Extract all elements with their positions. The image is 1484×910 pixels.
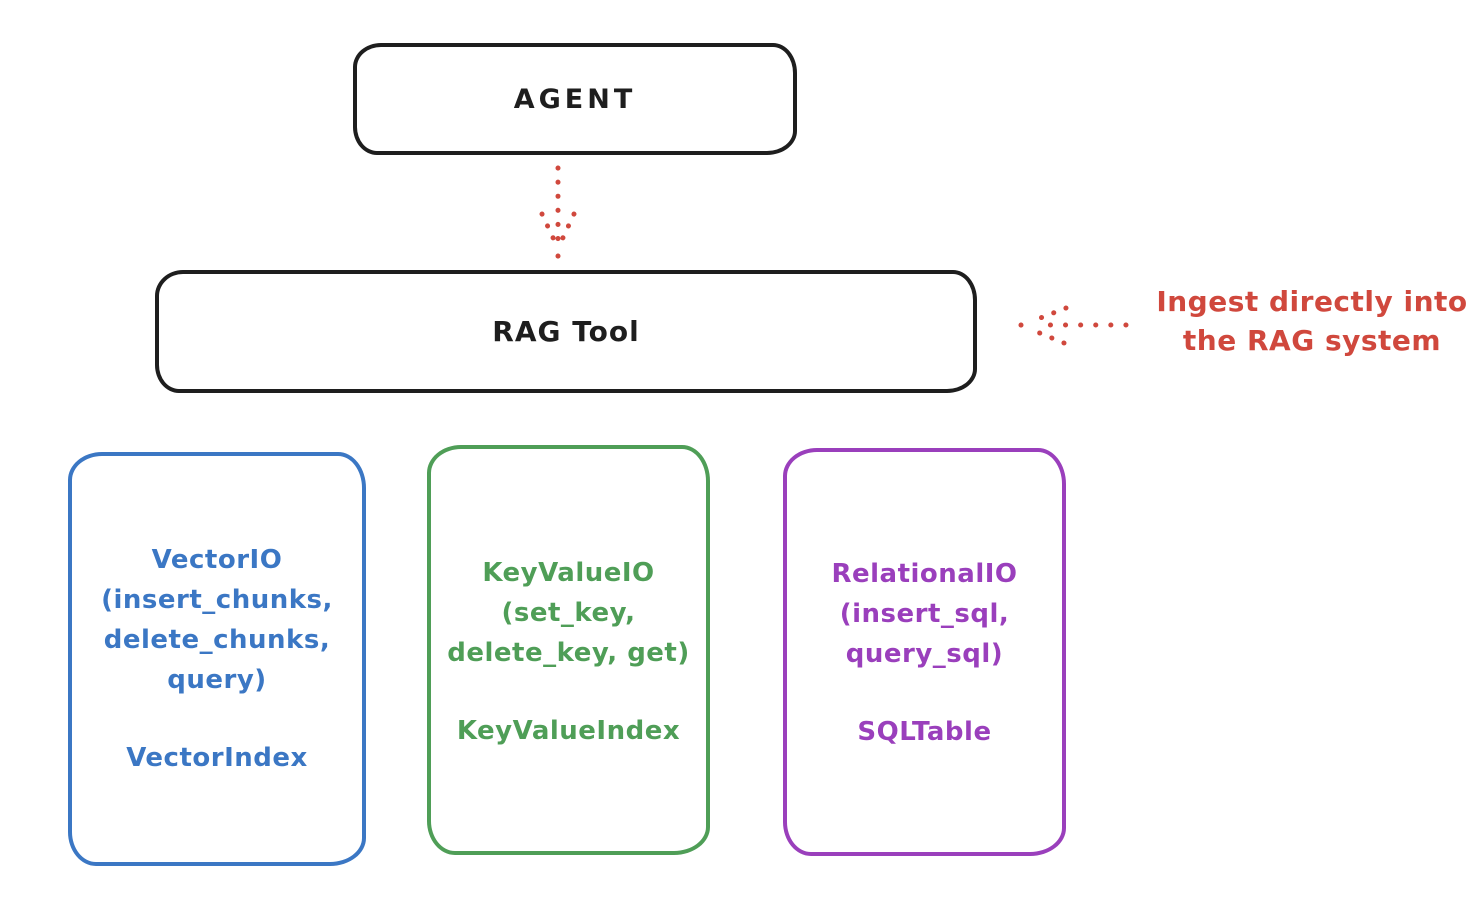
io-methods: KeyValueIO (set_key, delete_key, get) bbox=[431, 449, 706, 673]
rag-tool-label: RAG Tool bbox=[492, 315, 640, 348]
io-method-line: delete_key, get) bbox=[447, 638, 690, 668]
rag-tool-box: RAG Tool bbox=[155, 270, 977, 393]
agent-to-rag-arrow-icon bbox=[539, 165, 577, 259]
io-index-label: VectorIndex bbox=[126, 743, 308, 773]
io-box-keyvalue: KeyValueIO (set_key, delete_key, get) KeyV… bbox=[427, 445, 710, 855]
io-index-label: KeyValueIndex bbox=[456, 716, 681, 746]
agent-box: AGENT bbox=[353, 43, 797, 155]
io-method-line: RelationalIO bbox=[831, 559, 1018, 589]
io-method-line: (insert_sql, bbox=[839, 599, 1010, 629]
ingest-arrow-icon bbox=[1018, 305, 1129, 346]
io-method-line: delete_chunks, bbox=[103, 625, 331, 655]
io-method-line: (insert_chunks, bbox=[101, 585, 333, 615]
io-methods: VectorIO (insert_chunks, delete_chunks,que… bbox=[72, 456, 362, 700]
io-index-label: SQLTable bbox=[857, 717, 992, 747]
io-methods: RelationalIO (insert_sql, query_sql) bbox=[787, 452, 1062, 674]
io-method-line: query_sql) bbox=[845, 639, 1004, 669]
io-method-line: (set_key, bbox=[501, 598, 636, 628]
io-method-line: query) bbox=[167, 665, 267, 695]
io-box-vector: VectorIO (insert_chunks, delete_chunks,que… bbox=[68, 452, 366, 866]
io-method-line: KeyValueIO bbox=[482, 558, 655, 588]
ingest-annotation-line2: the RAG system bbox=[1182, 324, 1442, 357]
io-method-line: VectorIO bbox=[151, 545, 283, 575]
ingest-annotation-line1: Ingest directly into bbox=[1156, 285, 1468, 318]
ingest-annotation: Ingest directly into the RAG system bbox=[1140, 282, 1484, 360]
agent-label: AGENT bbox=[513, 83, 637, 115]
io-box-relational: RelationalIO (insert_sql, query_sql) SQLTa… bbox=[783, 448, 1066, 856]
